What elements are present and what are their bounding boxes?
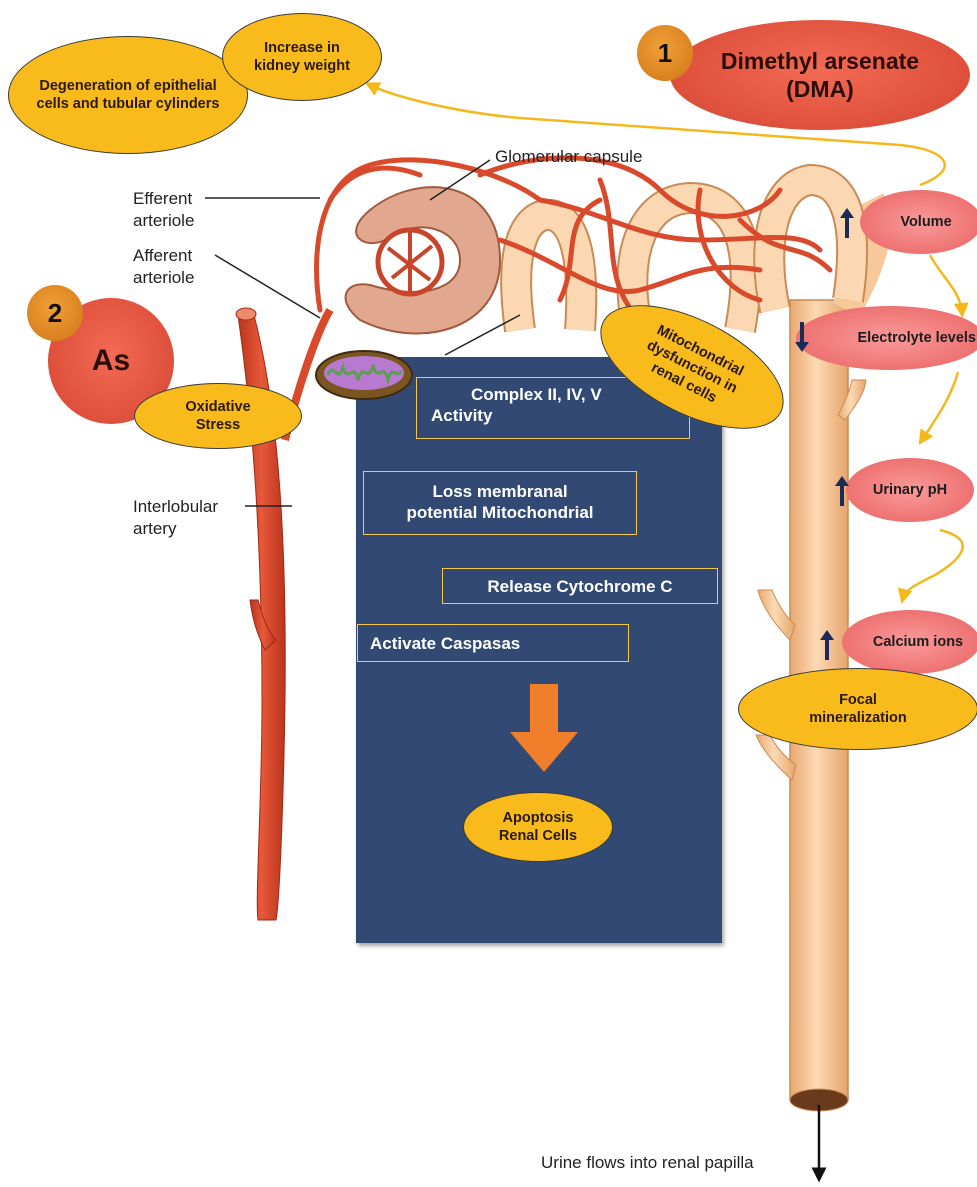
urinary-ph-pill: Urinary pH bbox=[846, 458, 974, 522]
urine-flow-label: Urine flows into renal papilla bbox=[541, 1153, 754, 1172]
efferent-arteriole-label: Efferent arteriole bbox=[133, 189, 195, 230]
focal-mineralization-bubble: Focal mineralization bbox=[738, 668, 977, 750]
calcium-up-arrow-icon bbox=[820, 630, 834, 660]
degeneration-bubble: Degeneration of epithelial cells and tub… bbox=[8, 36, 248, 154]
electrolyte-label: Electrolyte levels bbox=[857, 330, 977, 346]
mitochondrion-icon bbox=[315, 350, 413, 400]
as-number-badge: 2 bbox=[27, 285, 83, 341]
tubule-loops bbox=[500, 163, 869, 344]
kidney-weight-bubble: Increase in kidney weight bbox=[222, 13, 382, 101]
volume-up-arrow-icon bbox=[840, 208, 854, 238]
calcium-label: Calcium ions bbox=[872, 634, 964, 650]
activate-caspasas-box: Activate Caspasas bbox=[357, 624, 629, 662]
afferent-arteriole-label: Afferent arteriole bbox=[133, 246, 195, 287]
leader-lines bbox=[205, 159, 521, 507]
release-cytochrome-box: Release Cytochrome C bbox=[442, 568, 718, 604]
apoptosis-arrow bbox=[510, 684, 578, 772]
glomerular-capsule-label: Glomerular capsule bbox=[495, 147, 643, 166]
complex-activity-box: Complex II, IV, V Activity bbox=[416, 377, 690, 439]
as-label: As bbox=[91, 344, 131, 377]
interlobular-artery-shape bbox=[235, 307, 334, 921]
complex-label: Complex II, IV, V bbox=[471, 385, 602, 404]
loss-membrane-box: Loss membranal potential Mitochondrial bbox=[363, 471, 637, 535]
dma-ellipse: Dimethyl arsenate (DMA) bbox=[670, 20, 970, 130]
glomerular-capsule-shape bbox=[344, 186, 502, 335]
dma-number-badge: 1 bbox=[637, 25, 693, 81]
urinary-ph-label: Urinary pH bbox=[872, 482, 948, 498]
electrolyte-pill: Electrolyte levels bbox=[796, 306, 977, 370]
electrolyte-down-arrow-icon bbox=[795, 322, 809, 352]
calcium-pill: Calcium ions bbox=[842, 610, 977, 674]
dma-label: Dimethyl arsenate (DMA) bbox=[720, 48, 920, 102]
oxidative-stress-bubble: Oxidative Stress bbox=[134, 383, 302, 449]
capillary-network bbox=[314, 155, 833, 323]
interlobular-artery-label: Interlobular artery bbox=[133, 497, 219, 538]
urinary-ph-up-arrow-icon bbox=[835, 476, 849, 506]
volume-pill: Volume bbox=[860, 190, 977, 254]
activity-label: Activity bbox=[431, 406, 493, 425]
volume-label: Volume bbox=[900, 214, 952, 230]
apoptosis-bubble: Apoptosis Renal Cells bbox=[463, 792, 613, 862]
